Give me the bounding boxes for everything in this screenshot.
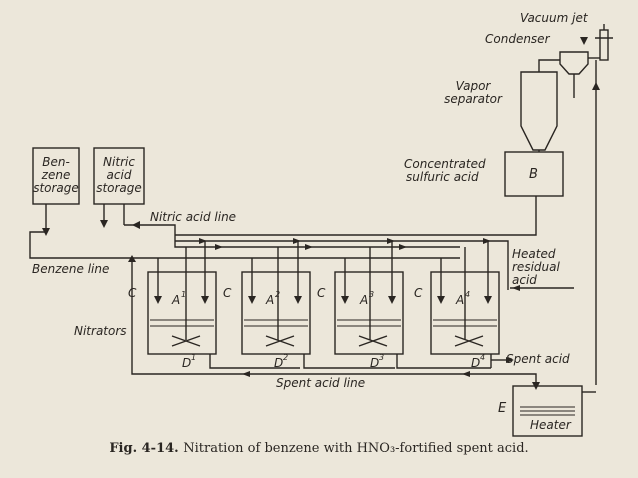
vessel-1-c: C [128, 286, 137, 300]
vessel-3-a: A [360, 293, 369, 307]
benzene-line-label: Benzene line [32, 262, 110, 276]
heater-label: Heater [530, 418, 571, 432]
vacuum-jet [599, 29, 609, 61]
vessel-2-a-sup: 2 [275, 290, 281, 299]
vessel-1-a: A [172, 293, 181, 307]
vessel-4-d-sup: 4 [480, 353, 486, 362]
spent-acid-label: Spent acid [506, 352, 570, 366]
figure-number: Fig. 4-14. [109, 441, 179, 456]
vessel-4-d: D [471, 356, 481, 370]
vessel-4-a: A [456, 293, 465, 307]
vapor-separator-vessel [520, 71, 558, 151]
tank-b-label: B [529, 167, 538, 182]
figure-caption-text: Nitration of benzene with HNO₃-fortified… [183, 441, 529, 456]
vessel-3-d: D [370, 356, 380, 370]
nitrator-vessels [147, 271, 500, 355]
condenser-label: Condenser [485, 32, 550, 46]
benzene-storage-tank [32, 147, 80, 205]
vessel-2-c: C [223, 286, 232, 300]
vacuum-jet-label: Vacuum jet [520, 11, 588, 25]
nitrators-label: Nitrators [74, 324, 127, 338]
nitric-storage-tank [93, 147, 145, 205]
nitric-acid-line-label: Nitric acid line [150, 210, 237, 224]
condenser [559, 51, 589, 75]
heater-vessel [512, 385, 583, 437]
spent-acid-line-label: Spent acid line [276, 376, 366, 390]
vessel-4-c: C [414, 286, 423, 300]
figure-caption: Fig. 4-14. Nitration of benzene with HNO… [0, 441, 638, 456]
vessel-3-a-sup: 3 [369, 290, 375, 299]
vessel-2-d-sup: 2 [283, 353, 289, 362]
vessel-1-d-sup: 1 [191, 353, 197, 362]
concentrated-acid-tank [504, 151, 564, 197]
heater-e-label: E [498, 401, 507, 416]
vessel-4-a-sup: 4 [465, 290, 471, 299]
vessel-2-d: D [274, 356, 284, 370]
vessel-3-d-sup: 3 [379, 353, 385, 362]
vessel-1-d: D [182, 356, 192, 370]
vessel-1-a-sup: 1 [181, 290, 187, 299]
vessel-3-c: C [317, 286, 326, 300]
vessel-2-a: A [266, 293, 275, 307]
